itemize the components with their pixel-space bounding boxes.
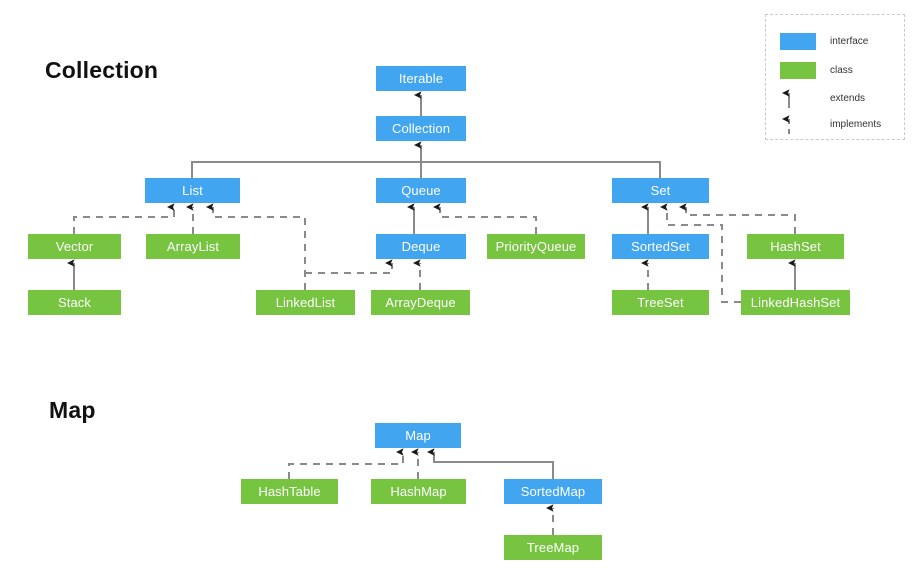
node-label: SortedMap xyxy=(520,484,586,499)
dashed-arrow-icon xyxy=(780,113,816,135)
node-map[interactable]: Map xyxy=(375,423,461,448)
node-linkedlist[interactable]: LinkedList xyxy=(256,290,355,315)
node-hashtable[interactable]: HashTable xyxy=(241,479,338,504)
node-label: ArrayList xyxy=(166,239,220,254)
class-color-swatch xyxy=(780,62,816,79)
edge-linkedlist-deque xyxy=(305,259,393,274)
legend-label: extends xyxy=(830,92,866,104)
node-vector[interactable]: Vector xyxy=(28,234,121,259)
edge-sortedmap-map xyxy=(427,448,554,479)
node-label: TreeSet xyxy=(637,295,684,310)
node-queue[interactable]: Queue xyxy=(376,178,466,203)
node-arraylist[interactable]: ArrayList xyxy=(146,234,240,259)
node-label: SortedSet xyxy=(631,239,690,254)
node-label: HashTable xyxy=(258,484,321,499)
node-label: Vector xyxy=(55,239,94,254)
node-label: Queue xyxy=(401,183,441,198)
node-label: Stack xyxy=(57,295,91,310)
legend-item-interface: interface xyxy=(780,33,868,50)
legend-item-extends: extends xyxy=(780,87,865,109)
edge-hashset-set xyxy=(679,203,796,234)
edge-bus-list-set xyxy=(191,161,661,178)
edge-vector-list xyxy=(73,203,175,234)
edge-hashtable-map xyxy=(288,448,404,479)
legend-label: implements xyxy=(830,118,882,130)
node-label: Collection xyxy=(391,121,451,136)
node-label: LinkedHashSet xyxy=(750,295,841,310)
node-label: TreeMap xyxy=(526,540,580,555)
node-treeset[interactable]: TreeSet xyxy=(612,290,709,315)
node-arraydeque[interactable]: ArrayDeque xyxy=(371,290,470,315)
legend: interface class extends xyxy=(765,14,905,140)
node-deque[interactable]: Deque xyxy=(376,234,466,259)
node-treemap[interactable]: TreeMap xyxy=(504,535,602,560)
node-label: LinkedList xyxy=(275,295,336,310)
node-set[interactable]: Set xyxy=(612,178,709,203)
node-sortedset[interactable]: SortedSet xyxy=(612,234,709,259)
node-stack[interactable]: Stack xyxy=(28,290,121,315)
node-list[interactable]: List xyxy=(145,178,240,203)
legend-item-implements: implements xyxy=(780,113,881,135)
node-hashmap[interactable]: HashMap xyxy=(371,479,466,504)
node-iterable[interactable]: Iterable xyxy=(376,66,466,91)
section-title-map: Map xyxy=(49,397,96,423)
node-label: Set xyxy=(650,183,671,198)
node-label: PriorityQueue xyxy=(495,239,577,254)
node-linkedhashset[interactable]: LinkedHashSet xyxy=(741,290,850,315)
node-hashset[interactable]: HashSet xyxy=(747,234,844,259)
node-label: Iterable xyxy=(398,71,444,86)
edge-priorityqueue-queue xyxy=(433,203,537,234)
node-label: List xyxy=(182,183,203,198)
node-label: HashMap xyxy=(390,484,447,499)
node-sortedmap[interactable]: SortedMap xyxy=(504,479,602,504)
interface-color-swatch xyxy=(780,33,816,50)
node-label: Deque xyxy=(401,239,441,254)
node-label: HashSet xyxy=(770,239,821,254)
legend-label: interface xyxy=(830,36,869,47)
legend-label: class xyxy=(830,65,853,76)
section-title-collection: Collection xyxy=(45,57,159,83)
node-priorityqueue[interactable]: PriorityQueue xyxy=(487,234,585,259)
node-label: ArrayDeque xyxy=(385,295,456,310)
solid-arrow-icon xyxy=(780,87,816,109)
legend-item-class: class xyxy=(780,62,853,79)
node-label: Map xyxy=(405,428,431,443)
node-collection[interactable]: Collection xyxy=(376,116,466,141)
